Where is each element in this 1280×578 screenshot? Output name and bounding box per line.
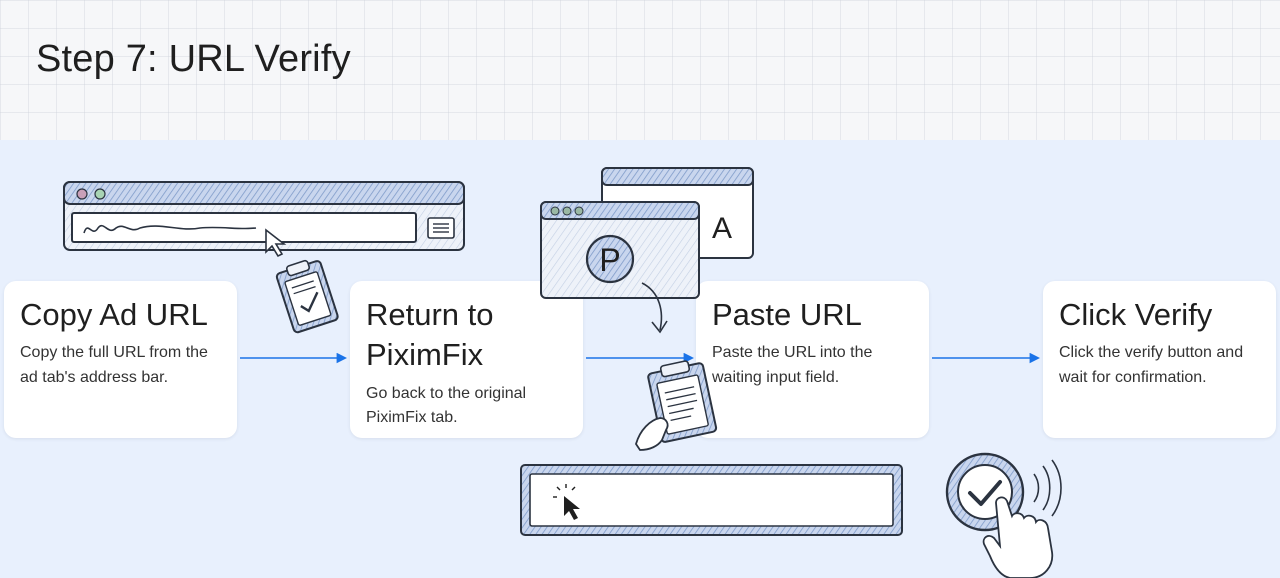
step-description: Go back to the original PiximFix tab.: [366, 384, 527, 427]
browser-tabs-icon: A P: [540, 167, 754, 334]
step-description: Paste the URL into the waiting input fie…: [712, 344, 873, 387]
header-area: Step 7: URL Verify: [0, 0, 1280, 140]
page-title: Step 7: URL Verify: [36, 38, 351, 80]
step-title: Return to PiximFix: [366, 297, 494, 373]
tab-front-letter: P: [599, 242, 620, 278]
step-card-copy-ad-url: Copy Ad URL Copy the full URL from the a…: [4, 281, 237, 438]
verify-button-hand-icon: [945, 452, 1062, 578]
step-title: Click Verify: [1059, 297, 1213, 332]
step-card-paste-url: Paste URL Paste the URL into the waiting…: [696, 281, 929, 438]
step-card-click-verify: Click Verify Click the verify button and…: [1043, 281, 1276, 438]
step-card-return-to-piximfix: Return to PiximFix Go back to the origin…: [350, 281, 583, 438]
input-field-cursor-icon: [520, 464, 903, 536]
step-title: Paste URL: [712, 297, 862, 332]
clipboard-check-icon: [275, 259, 339, 334]
step-description: Copy the full URL from the ad tab's addr…: [20, 344, 208, 387]
step-description: Click the verify button and wait for con…: [1059, 344, 1244, 387]
browser-address-bar-icon: [63, 181, 465, 258]
step-title: Copy Ad URL: [20, 297, 208, 332]
tab-back-letter: A: [712, 212, 732, 245]
clipboard-hand-icon: [635, 360, 718, 451]
